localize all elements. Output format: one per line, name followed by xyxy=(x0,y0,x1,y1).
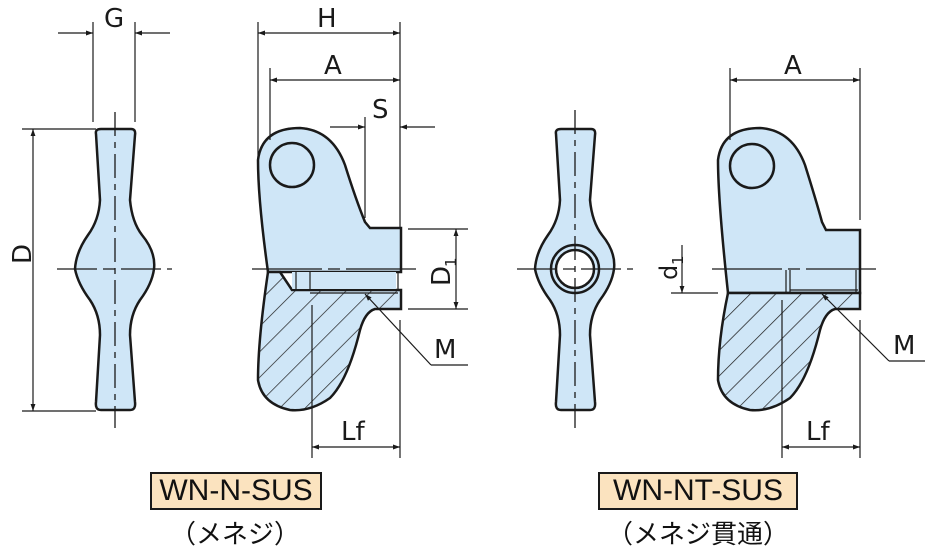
dim-label-a-left: A xyxy=(324,51,342,81)
model-code-wn-nt-sus: WN-NT-SUS xyxy=(598,472,798,510)
dim-label-m-left: M xyxy=(434,335,456,365)
dim-label-a-right: A xyxy=(784,51,802,81)
dim-label-d1: D 1 xyxy=(427,257,460,286)
dim-label-lf-right: Lf xyxy=(806,417,830,447)
section-view-wn-n-sus xyxy=(252,22,468,458)
svg-text:D: D xyxy=(427,266,457,286)
dim-label-h: H xyxy=(317,4,337,34)
model-description-wn-nt-sus: （メネジ貫通） xyxy=(606,520,789,550)
dim-label-s: S xyxy=(372,95,389,125)
model-code-wn-n-sus: WN-N-SUS xyxy=(150,472,322,510)
svg-text:d: d xyxy=(655,265,683,280)
side-view-left xyxy=(22,22,172,428)
dim-label-m-right: M xyxy=(893,331,915,361)
svg-text:1: 1 xyxy=(442,257,460,267)
dim-label-d1-lower: d 1 xyxy=(655,255,687,280)
model-description-wn-n-sus: （メネジ） xyxy=(169,520,300,550)
dim-label-g: G xyxy=(104,4,124,34)
side-view-through-hole xyxy=(517,110,633,430)
section-view-wn-nt-sus xyxy=(671,68,925,458)
svg-text:1: 1 xyxy=(669,255,687,265)
dim-label-d: D xyxy=(8,244,38,264)
dim-label-lf-left: Lf xyxy=(341,417,365,447)
